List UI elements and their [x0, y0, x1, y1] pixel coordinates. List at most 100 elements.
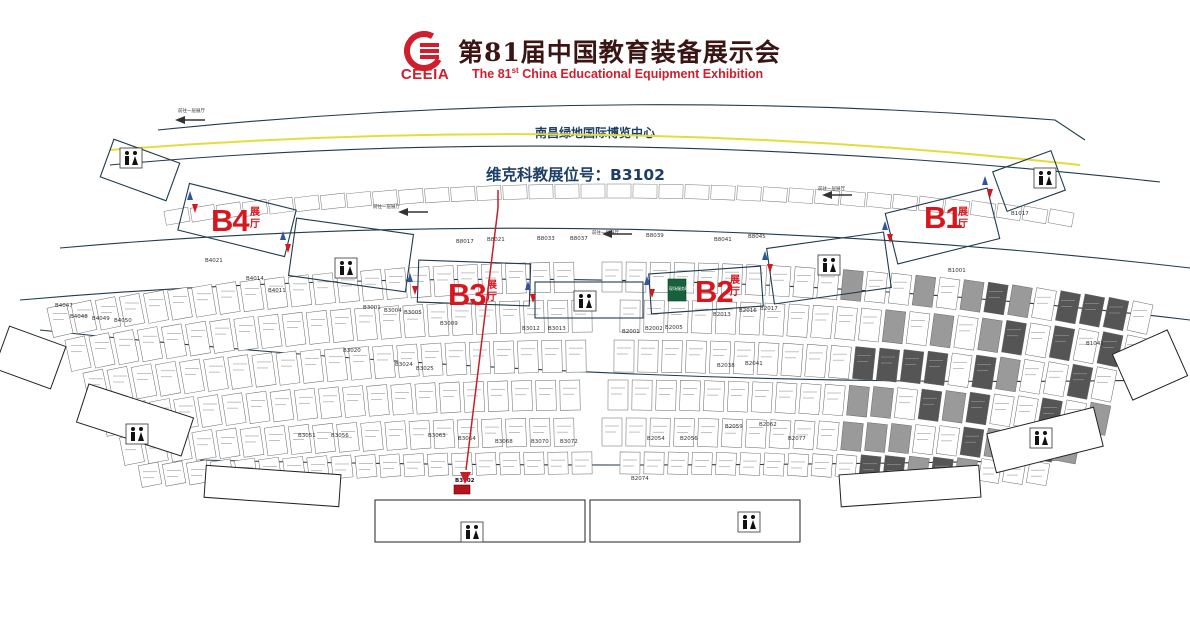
hall-b1-suffix: 展厅: [958, 207, 968, 230]
hall-b1-letter: B1: [924, 200, 963, 235]
booth-block: [792, 266, 816, 299]
booth-number-label: B3004: [384, 308, 402, 314]
booth-block: [763, 452, 785, 477]
toilet-figure-head: [1035, 431, 1039, 435]
corridor-booth: [788, 187, 814, 204]
booth-block: [293, 387, 319, 421]
hall-box: [648, 265, 764, 315]
booth-block: [354, 454, 378, 479]
booth-block: [840, 269, 864, 302]
booth-block: [774, 382, 798, 415]
direction-arrow-icon: [822, 191, 832, 199]
booth-number-label: B3020: [343, 348, 361, 354]
corridor-booth: [215, 201, 243, 220]
booth-block: [571, 451, 593, 475]
hall-box: [884, 187, 1001, 265]
toilet-figure-head: [587, 294, 591, 298]
toilet-figure-body: [138, 432, 144, 441]
toilet-figure-head: [133, 151, 137, 155]
entrance-note: 前往一层展厅: [818, 185, 845, 192]
hall-b3-letter: B3: [448, 277, 487, 312]
hall-b4-suffix: 展厅: [250, 207, 260, 230]
toilet-figure-head: [751, 515, 755, 519]
service-box: [838, 464, 982, 508]
toilet-figure-head: [125, 151, 129, 155]
booth-number-label: B4047: [55, 303, 73, 309]
booth-block: [977, 317, 1003, 353]
booth-block: [215, 281, 241, 315]
down-arrow-icon: [987, 189, 993, 198]
down-arrow-icon: [192, 204, 198, 213]
booth-block: [130, 363, 158, 400]
booth-block: [619, 299, 641, 333]
booth-block: [810, 453, 834, 478]
hall-b4-letter: B4: [211, 203, 250, 238]
booth-block: [625, 261, 647, 293]
booth-block: [655, 379, 677, 411]
booth-number-label: B3001: [363, 305, 381, 311]
booth-number-label: B8037: [570, 236, 588, 242]
booth-block: [834, 306, 858, 341]
booth-block: [810, 304, 834, 340]
booth-block: [155, 360, 181, 397]
booth-number-label: B2013: [713, 312, 731, 318]
booth-number-label: B2077: [788, 436, 806, 442]
booth-block: [565, 339, 587, 373]
booth-block: [643, 451, 665, 475]
booth-block: [475, 452, 497, 476]
toilet-figure-body: [823, 263, 827, 272]
booth-number-label: B3013: [548, 326, 566, 332]
service-box: [0, 325, 67, 390]
hall-box: [991, 149, 1067, 213]
toilet-figure-body: [132, 156, 138, 165]
booth-block: [899, 349, 925, 385]
toilet-icon: [119, 147, 143, 169]
booth-block: [330, 454, 354, 480]
down-arrow-icon: [887, 234, 893, 243]
booth-block: [685, 340, 707, 374]
toilet-figure-body: [830, 263, 836, 272]
down-arrow-icon: [767, 264, 773, 273]
booth-block: [312, 272, 336, 306]
booth-block: [679, 380, 701, 412]
up-arrow-icon: [982, 176, 988, 185]
toilet-figure-head: [139, 427, 143, 431]
booth-number-label: B2056: [680, 436, 698, 442]
down-arrow-icon: [530, 294, 536, 303]
booth-block: [426, 452, 450, 477]
toilet-figure-body: [1039, 176, 1043, 185]
booth-block: [870, 386, 894, 419]
booth-block: [1102, 296, 1130, 332]
booth-block: [384, 267, 408, 300]
corridor-booth: [320, 192, 346, 210]
booth-number-label: B2054: [647, 436, 665, 442]
booth-block: [197, 394, 223, 428]
booth-block: [893, 387, 919, 421]
down-arrow-icon: [649, 289, 655, 298]
corridor-booth: [293, 194, 321, 213]
booth-block: [929, 313, 955, 349]
booth-block: [971, 354, 997, 390]
corridor-booth: [372, 189, 398, 207]
booth-block: [444, 341, 468, 376]
booth-number-label: B4011: [268, 288, 286, 294]
booth-block: [529, 262, 551, 294]
booth-number-label: B3024: [395, 362, 413, 368]
toilet-figure-body: [750, 520, 756, 529]
toilet-figure-body: [125, 156, 129, 165]
toilet-icon: [334, 257, 358, 279]
booth-block: [721, 263, 743, 295]
toilet-figure-body: [1042, 436, 1048, 445]
booth-blocks: [46, 183, 1154, 488]
toilet-icon: [573, 290, 597, 312]
up-arrow-icon: [280, 231, 286, 240]
booth-block: [209, 318, 235, 354]
direction-arrow-icon: [602, 230, 612, 238]
booth-block: [456, 264, 480, 296]
booth-number-label: B2016: [739, 308, 757, 314]
booth-number-label: B2062: [759, 422, 777, 428]
booth-block: [875, 347, 901, 383]
corridor-booth: [684, 184, 710, 200]
toilet-figure-head: [1039, 171, 1043, 175]
